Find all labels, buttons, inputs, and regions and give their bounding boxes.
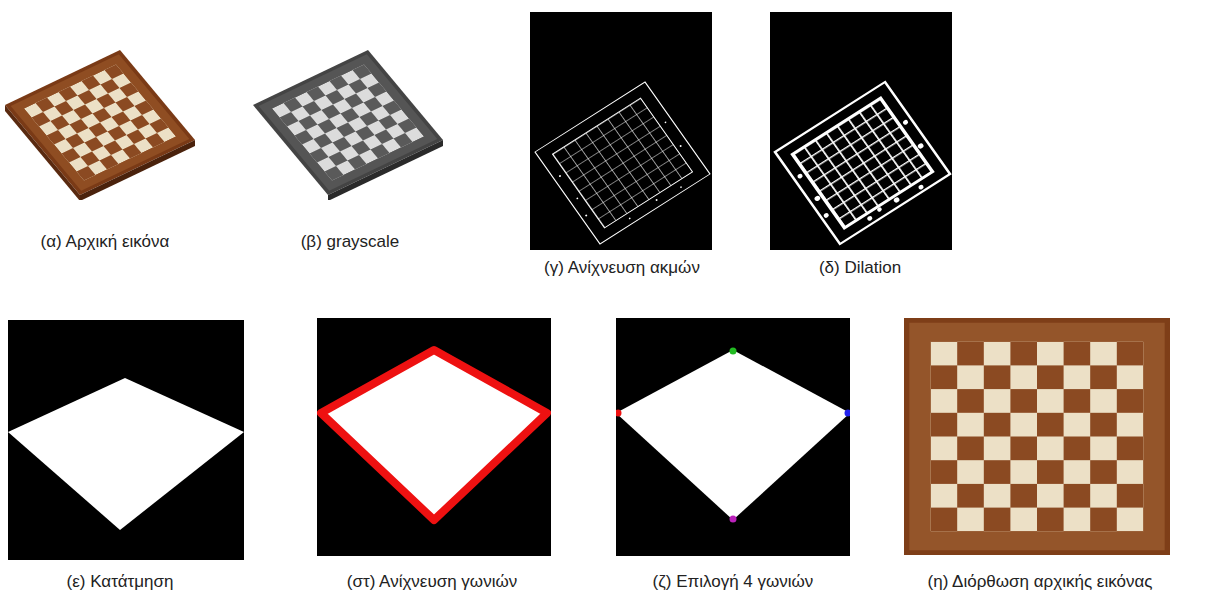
corrected-chessboard xyxy=(904,318,1170,555)
segmentation-image xyxy=(8,320,244,560)
panel-caption: (γ) Ανίχνευση ακμών xyxy=(544,258,700,278)
panel-caption: (στ) Ανίχνευση γωνιών xyxy=(347,572,517,592)
panel-caption: (β) grayscale xyxy=(301,232,400,252)
panel-caption: (ε) Κατάτμηση xyxy=(67,572,174,592)
panel-caption: (ζ) Επιλογή 4 γωνιών xyxy=(653,572,814,592)
corner-detection-image xyxy=(317,318,551,556)
panel-caption: (δ) Dilation xyxy=(819,258,901,278)
grayscale-image xyxy=(252,10,444,200)
four-corners-image xyxy=(616,318,850,556)
panel-caption: (η) Διόρθωση αρχικής εικόνας xyxy=(928,572,1153,592)
chessboard-photo xyxy=(5,10,195,200)
panel-caption: (α) Αρχική εικόνα xyxy=(41,232,170,252)
dilation-image xyxy=(770,12,952,250)
edge-image xyxy=(530,12,712,250)
